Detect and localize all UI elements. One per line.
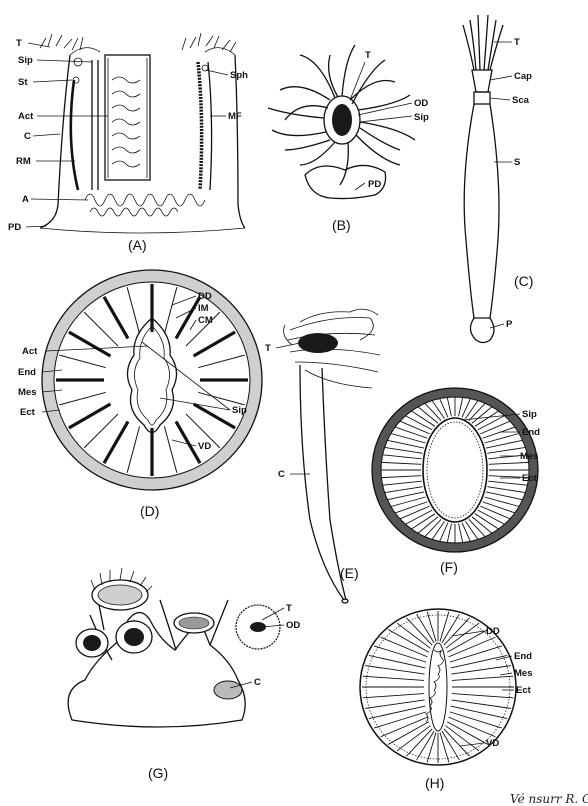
panel-a-longitudinal-section: T Sip St Act C RM A PD Sph MF (A) [8,33,248,253]
panel-e-tube-anemone: T C (E) [265,309,380,603]
label-e-t: T [265,343,271,354]
label-c-sca: Sca [512,95,530,106]
label-d-act: Act [22,346,38,357]
label-d-im: IM [198,303,209,314]
label-f-mes: Mes [520,451,538,462]
panel-g-colony: T OD C (G) [68,568,300,781]
label-e-c: C [278,469,285,480]
label-f-ect: Ect [522,473,538,484]
panel-c-cerianthid: T Cap Sca S P (C) [463,15,533,343]
caption-a: (A) [128,237,147,253]
label-f-end: End [522,427,540,438]
caption-h: (H) [425,775,444,791]
label-a-st: St [18,77,28,88]
label-a-sip: Sip [18,55,33,66]
label-a-c: C [24,131,31,142]
label-b-sip: Sip [414,112,429,123]
caption-b: (B) [332,217,351,233]
label-h-ect: Ect [516,685,532,696]
label-d-sip: Sip [232,405,247,416]
caption-d: (D) [140,503,159,519]
label-a-a: A [22,194,29,205]
label-a-rm: RM [16,156,31,167]
label-c-t: T [514,37,520,48]
caption-g: (G) [148,765,168,781]
label-c-p: P [506,319,513,330]
panel-h-radial-section: DD End Mes Ect VD (H) [360,609,532,791]
label-h-vd: VD [486,738,499,749]
label-f-sip: Sip [522,409,537,420]
label-d-dd: DD [198,291,212,302]
caption-e: (E) [340,565,359,581]
label-a-mf: MF [228,111,242,122]
panel-d-cross-section: DD IM CM Act End Mes Ect Sip VD (D) [18,270,262,519]
artist-signature: Vé nsurr R. G [510,792,588,806]
label-d-cm: CM [198,315,213,326]
label-a-sph: Sph [230,70,248,81]
label-a-pd: PD [8,222,21,233]
label-d-ect: Ect [20,407,36,418]
label-g-od: OD [286,620,300,631]
label-a-act: Act [18,111,34,122]
label-b-pd: PD [368,179,381,190]
label-b-od: OD [414,98,428,109]
label-c-cap: Cap [514,71,532,82]
label-d-vd: VD [198,441,211,452]
label-h-end: End [514,651,532,662]
panel-b-anemone: T OD Sip PD (B) [268,45,429,233]
label-h-dd: DD [486,626,500,637]
label-a-t: T [16,38,22,49]
label-b-t: T [365,50,371,61]
label-d-end: End [18,367,36,378]
label-d-mes: Mes [18,387,36,398]
label-c-s: S [514,157,520,168]
caption-c: (C) [514,273,533,289]
label-h-mes: Mes [514,668,532,679]
caption-f: (F) [440,559,458,575]
label-g-c: C [254,677,261,688]
panel-f-oval-section: Sip End Mes Ect (F) [372,388,540,575]
label-g-t: T [286,603,292,614]
